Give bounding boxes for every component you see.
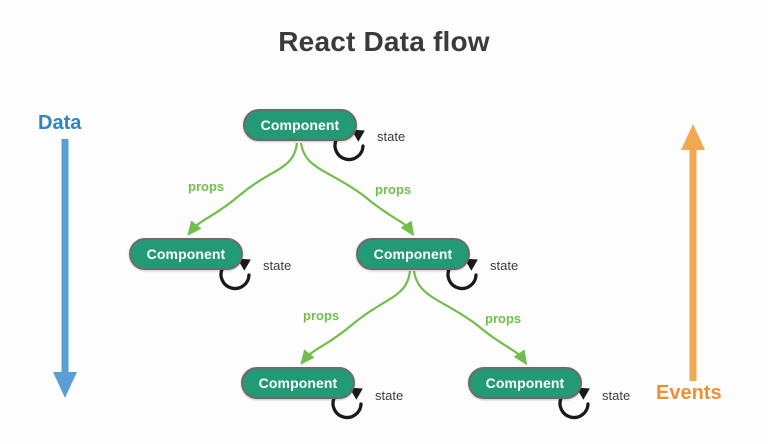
component-node-l1-a[interactable]: Component — [129, 238, 243, 270]
state-label-root: state — [377, 129, 406, 144]
state-label-l2-a: state — [375, 388, 404, 403]
data-rail-label: Data — [38, 112, 82, 134]
props-label-l1b-to-l2a: props — [303, 308, 340, 323]
state-label-l1-b: state — [490, 258, 519, 273]
component-node-l2-a[interactable]: Component — [241, 367, 355, 399]
component-node-l2-b[interactable]: Component — [468, 367, 582, 399]
events-up-arrow-icon — [681, 124, 705, 381]
props-label-root-to-l1b: props — [375, 182, 412, 197]
state-label-l2-b: state — [602, 388, 631, 403]
page-title: React Data flow — [278, 26, 490, 57]
props-label-l1b-to-l2b: props — [485, 311, 522, 326]
state-label-l1-a: state — [263, 258, 292, 273]
component-node-root[interactable]: Component — [243, 109, 357, 141]
props-label-root-to-l1a: props — [188, 179, 225, 194]
events-rail-label: Events — [656, 382, 722, 404]
component-node-l1-b[interactable]: Component — [356, 238, 470, 270]
data-down-arrow-icon — [53, 139, 77, 398]
